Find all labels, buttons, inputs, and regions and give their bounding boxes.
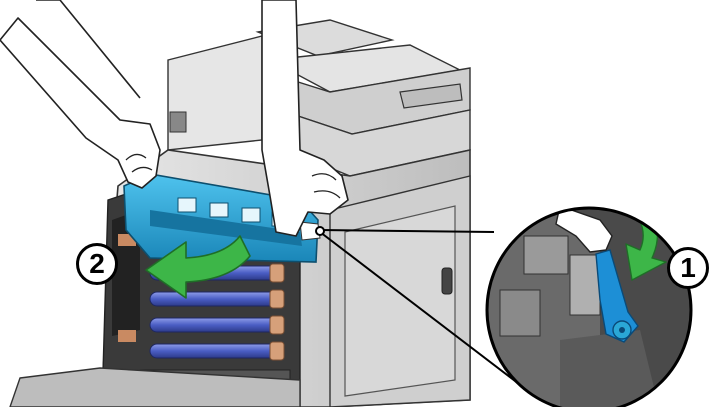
step-badge-1: 1 xyxy=(667,247,709,289)
curved-arrow-icon-step-2 xyxy=(145,235,251,299)
left-hand-icon xyxy=(0,0,161,189)
step-badge-2: 2 xyxy=(76,243,118,285)
right-hand-icon xyxy=(261,0,349,237)
step-number: 1 xyxy=(680,252,696,283)
callout-lines xyxy=(315,226,541,401)
magnified-detail-circle xyxy=(485,206,693,407)
scanner-unit xyxy=(167,19,471,177)
release-lever-icon xyxy=(595,249,639,343)
front-cover xyxy=(9,367,301,407)
step-number: 2 xyxy=(89,248,105,279)
